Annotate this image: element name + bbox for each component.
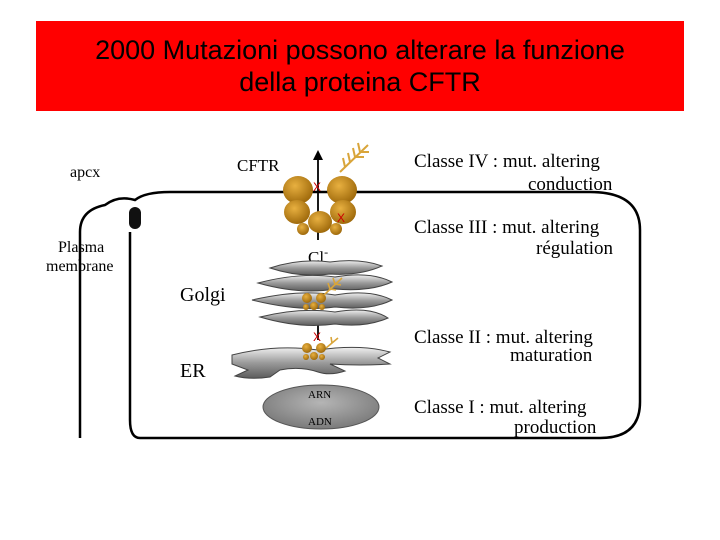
class-i-line1: Classe I : mut. altering bbox=[414, 397, 587, 418]
class-ii-line1: Classe II : mut. altering bbox=[414, 327, 593, 348]
cftr-channel bbox=[283, 176, 357, 235]
mutation-mark-conduction: X bbox=[313, 180, 321, 194]
cell-membrane bbox=[78, 190, 642, 440]
glycosylation-branch-golgi bbox=[323, 277, 343, 296]
class-i-label: Classe I : mut. altering production bbox=[414, 397, 597, 438]
class-iv-line1: Classe IV : mut. altering bbox=[414, 151, 600, 172]
cftr-er-protein bbox=[302, 343, 326, 360]
mutation-mark-maturation: X bbox=[313, 330, 321, 344]
chloride-charge: - bbox=[324, 245, 328, 259]
class-iv-label: Classe IV : mut. altering conduction bbox=[414, 151, 613, 195]
title-banner: 2000 Mutazioni possono alterare la funzi… bbox=[36, 21, 684, 111]
arn-label: ARN bbox=[308, 389, 331, 401]
cftr-label: CFTR bbox=[237, 156, 280, 175]
class-iv-line2: conduction bbox=[528, 174, 613, 195]
arrow-head-top bbox=[313, 150, 323, 160]
golgi-apparatus bbox=[251, 260, 394, 326]
plasma-label: Plasma bbox=[58, 239, 104, 256]
glycosylation-branch-er bbox=[325, 336, 339, 349]
title-line-1: 2000 Mutazioni possono alterare la funzi… bbox=[95, 35, 625, 65]
membrane-label: membrane bbox=[46, 258, 114, 275]
mutation-mark-regulation: X bbox=[337, 211, 345, 225]
nucleus bbox=[262, 384, 380, 430]
tight-junction bbox=[129, 207, 141, 229]
class-i-line2: production bbox=[514, 417, 597, 438]
class-ii-line2: maturation bbox=[510, 345, 593, 366]
class-iii-label: Classe III : mut. altering régulation bbox=[414, 217, 614, 259]
apex-label: apcx bbox=[70, 164, 100, 181]
adn-label: ADN bbox=[308, 416, 332, 428]
endoplasmic-reticulum bbox=[231, 346, 392, 379]
cftr-golgi-protein bbox=[302, 293, 326, 310]
class-iii-line1: Classe III : mut. altering bbox=[414, 217, 600, 238]
class-iii-line2: régulation bbox=[536, 238, 614, 259]
class-ii-label: Classe II : mut. altering maturation bbox=[414, 327, 593, 366]
golgi-label: Golgi bbox=[180, 284, 226, 306]
er-label: ER bbox=[180, 360, 206, 382]
title-line-2: della proteina CFTR bbox=[239, 67, 481, 97]
glycosylation-branch-cftr bbox=[339, 142, 369, 173]
